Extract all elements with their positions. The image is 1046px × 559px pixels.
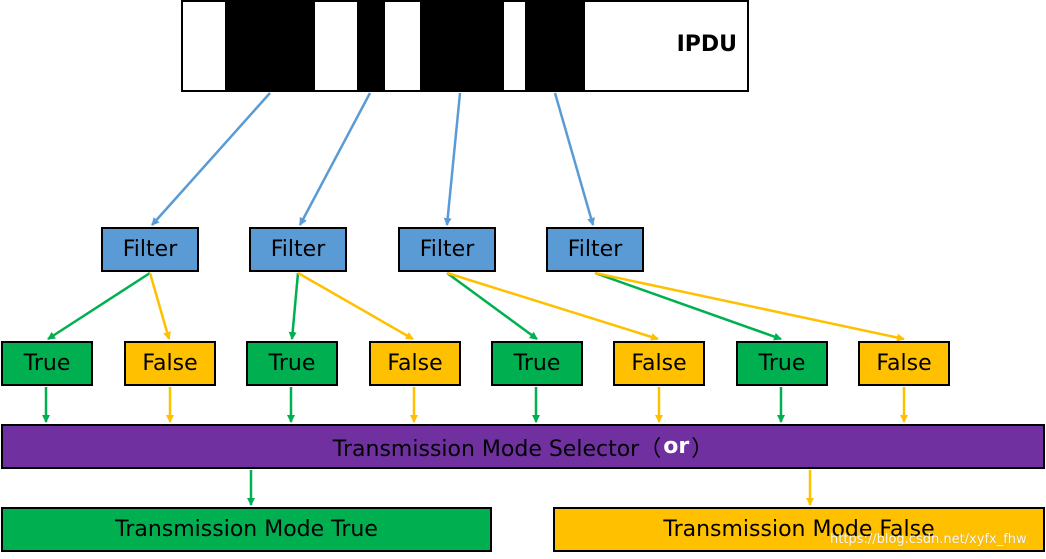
false-box-3: False — [613, 341, 705, 386]
edge-filter-true-4 — [594, 271, 782, 341]
ipdu-signal-segment — [225, 2, 315, 90]
true-box-2: True — [246, 341, 338, 386]
ipdu-signal-segment — [420, 2, 504, 90]
filter-box-4: Filter — [546, 227, 644, 272]
edge-ipdu-filter-3 — [443, 92, 462, 226]
edge-filter-false-4 — [594, 271, 905, 342]
edge-ipdu-filter-2 — [298, 92, 372, 226]
true-box-1: True — [1, 341, 93, 386]
true-label: True — [268, 351, 316, 376]
filter-box-3: Filter — [398, 227, 496, 272]
filter-box-1: Filter — [101, 227, 199, 272]
filter-label: Filter — [122, 237, 178, 262]
edge-filter-true-2 — [288, 272, 300, 340]
edge-filter-false-3 — [446, 271, 659, 341]
false-label: False — [142, 351, 198, 376]
edge-filter-true-3 — [446, 271, 538, 341]
edge-ipdu-filter-4 — [553, 92, 595, 226]
false-box-2: False — [369, 341, 461, 386]
filter-box-2: Filter — [249, 227, 347, 272]
ipdu-box: IPDU — [181, 0, 749, 92]
true-label: True — [23, 351, 71, 376]
filter-label: Filter — [419, 237, 475, 262]
false-label: False — [631, 351, 687, 376]
watermark: https://blog.csdn.net/xyfx_fhw — [830, 532, 1027, 547]
false-box-4: False — [858, 341, 950, 386]
transmission-mode-selector: Transmission Mode Selector（or） — [1, 424, 1045, 469]
transmission-mode-false-box: Transmission Mode False — [553, 507, 1045, 552]
edge-filter-false-1 — [148, 272, 171, 340]
transmission-mode-true-box: Transmission Mode True — [1, 507, 492, 552]
filter-label: Filter — [567, 237, 623, 262]
true-box-4: True — [736, 341, 828, 386]
ipdu-signal-segment — [357, 2, 385, 90]
selector-label-close: ） — [691, 436, 714, 462]
false-label: False — [387, 351, 443, 376]
true-label: True — [758, 351, 806, 376]
filter-label: Filter — [270, 237, 326, 262]
true-label: True — [513, 351, 561, 376]
mode-false-label: Transmission Mode False — [663, 517, 935, 542]
ipdu-label: IPDU — [676, 32, 737, 57]
edge-ipdu-filter-1 — [151, 92, 271, 226]
edge-filter-false-2 — [297, 271, 414, 341]
false-label: False — [876, 351, 932, 376]
mode-true-label: Transmission Mode True — [115, 517, 378, 542]
selector-label: Transmission Mode Selector（ — [332, 436, 662, 462]
selector-or-keyword: or — [663, 434, 690, 459]
false-box-1: False — [124, 341, 216, 386]
ipdu-signal-segment — [525, 2, 585, 90]
edge-filter-true-1 — [47, 271, 151, 341]
true-box-3: True — [491, 341, 583, 386]
